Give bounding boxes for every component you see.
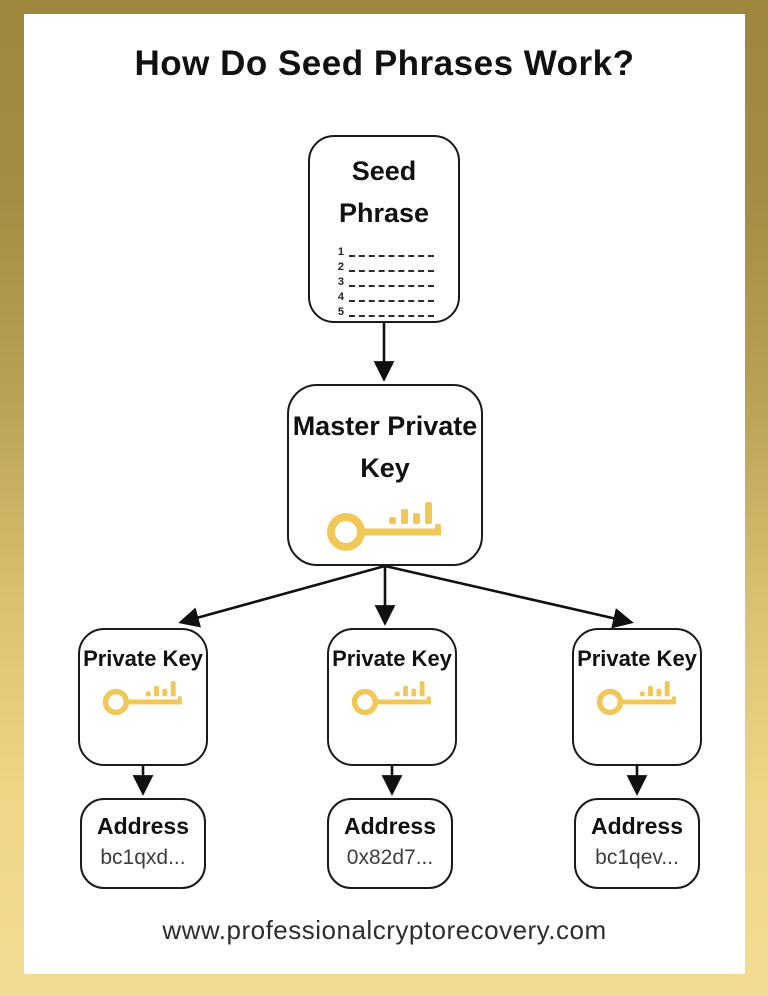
private-key-box-1: Private Key xyxy=(78,628,208,766)
seed-word-list: 1 2 3 4 5 xyxy=(334,243,434,318)
seed-word-row: 2 xyxy=(334,258,434,273)
page-title: How Do Seed Phrases Work? xyxy=(134,44,635,83)
private-key-box-2: Private Key xyxy=(327,628,457,766)
key-icon xyxy=(100,677,186,716)
key-icon xyxy=(349,677,435,716)
footer-url: www.professionalcryptorecovery.com xyxy=(162,915,607,945)
seed-word-blank xyxy=(349,269,434,272)
seed-word-row: 5 xyxy=(334,303,434,318)
key-icon xyxy=(323,496,447,552)
key-icon xyxy=(594,677,680,716)
seed-word-blank xyxy=(349,254,434,257)
address-box-1: Address bc1qxd... xyxy=(80,798,206,889)
seed-word-row: 4 xyxy=(334,288,434,303)
seed-phrase-box: Seed Phrase 1 2 3 4 5 xyxy=(308,135,460,323)
master-private-key-label: Master Private Key xyxy=(292,411,478,483)
seed-word-number: 2 xyxy=(337,260,344,273)
address-value: 0x82d7... xyxy=(346,846,434,869)
address-value: bc1qev... xyxy=(595,846,679,869)
seed-phrase-label: Seed Phrase xyxy=(338,156,430,228)
seed-word-row: 1 xyxy=(334,243,434,258)
private-key-box-3: Private Key xyxy=(572,628,702,766)
address-box-3: Address bc1qev... xyxy=(574,798,700,889)
address-value: bc1qxd... xyxy=(100,846,186,869)
seed-word-number: 1 xyxy=(337,245,344,258)
private-key-label: Private Key xyxy=(83,646,203,671)
seed-word-number: 5 xyxy=(337,305,344,318)
seed-word-number: 4 xyxy=(337,290,344,303)
seed-word-row: 3 xyxy=(334,273,434,288)
seed-word-blank xyxy=(349,299,434,302)
seed-word-blank xyxy=(349,284,434,287)
master-private-key-box: Master Private Key xyxy=(287,384,483,566)
private-key-label: Private Key xyxy=(577,646,697,671)
private-key-label: Private Key xyxy=(332,646,452,671)
address-box-2: Address 0x82d7... xyxy=(327,798,453,889)
seed-word-blank xyxy=(349,314,434,317)
address-label: Address xyxy=(96,813,190,839)
address-label: Address xyxy=(590,813,684,839)
address-label: Address xyxy=(343,813,437,839)
seed-word-number: 3 xyxy=(337,275,344,288)
white-page: How Do Seed Phrases Work? Seed Phrase 1 … xyxy=(24,14,745,974)
